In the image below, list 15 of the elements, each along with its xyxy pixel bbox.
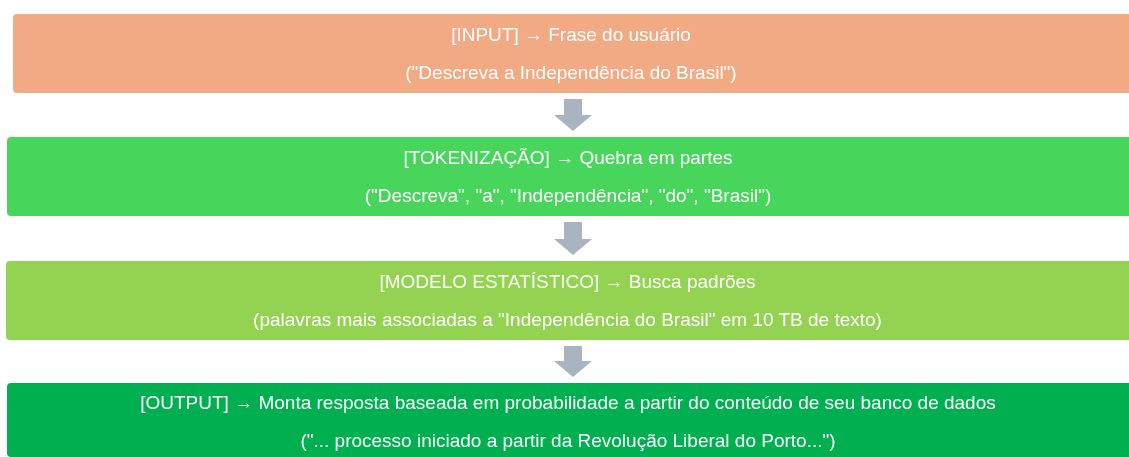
step-title: [TOKENIZAÇÃO] → Quebra em partes bbox=[403, 146, 733, 170]
block-arrow bbox=[554, 222, 592, 255]
process-box bbox=[6, 261, 1129, 340]
process-box bbox=[7, 383, 1129, 457]
step-detail: (palavras mais associadas a "Independência do Brasil" em 10 TB de texto) bbox=[253, 308, 882, 332]
step-title: [INPUT] → Frase do usuário bbox=[451, 23, 691, 47]
process-box bbox=[13, 14, 1129, 93]
step-detail: ("Descreva a Independência do Brasil") bbox=[405, 61, 737, 85]
block-arrow bbox=[554, 99, 592, 131]
step-title: [MODELO ESTATÍSTICO] → Busca padrões bbox=[379, 270, 756, 294]
step-detail: ("... processo iniciado a partir da Revolução Liberal do Porto...") bbox=[300, 429, 836, 453]
block-arrow bbox=[554, 346, 592, 377]
step-title: [OUTPUT] → Monta resposta baseada em probabilidade a partir do conteúdo de seu banco de dados bbox=[140, 391, 996, 415]
process-box bbox=[7, 137, 1129, 216]
step-detail: ("Descreva", "a", "Independência", "do", "Brasil") bbox=[364, 184, 772, 208]
